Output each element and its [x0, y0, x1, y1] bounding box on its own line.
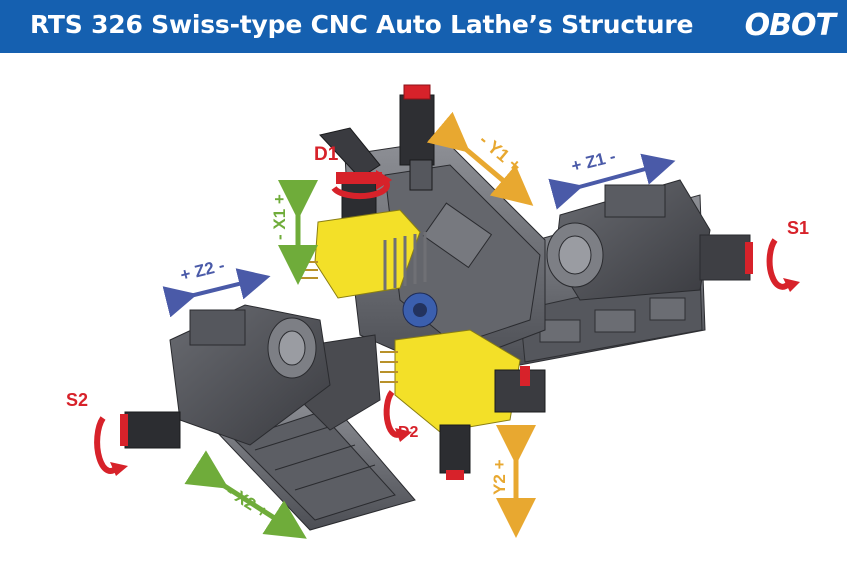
- s2-rotation-arrow: [94, 416, 128, 476]
- header-divider: [0, 53, 847, 55]
- brand-logo: OBOT: [744, 8, 836, 43]
- lower-tool-post: [380, 329, 546, 480]
- d2-rotation-arrow: [383, 390, 412, 442]
- axis-y1-arrow: [426, 111, 534, 206]
- page-title: RTS 326 Swiss-type CNC Auto Lathe’s Stru…: [30, 10, 694, 39]
- d1-arm: [319, 127, 382, 229]
- s1-rotation-arrow: [766, 238, 800, 292]
- x1-label: - X1 +: [270, 194, 289, 240]
- d1-label: D1: [314, 144, 339, 165]
- axis-z1-arrow: [548, 153, 676, 210]
- y2-label: - Y2 +: [490, 459, 509, 505]
- z2-label: + Z2 -: [178, 256, 226, 285]
- d2-label: D2: [398, 424, 419, 441]
- main-spindle: [546, 179, 753, 301]
- d1-rotation-arrow: [331, 170, 392, 200]
- title-bar: RTS 326 Swiss-type CNC Auto Lathe’s Stru…: [0, 0, 847, 53]
- axis-x2-arrow: [184, 450, 307, 539]
- y1-label: - Y1 +: [475, 130, 525, 176]
- axis-z2-arrow: [162, 268, 271, 318]
- s1-label: S1: [787, 218, 809, 238]
- x2-label: - X2 +: [223, 481, 272, 522]
- upper-tool-post: [300, 209, 427, 299]
- s2-label: S2: [66, 390, 88, 410]
- z1-label: + Z1 -: [569, 147, 617, 176]
